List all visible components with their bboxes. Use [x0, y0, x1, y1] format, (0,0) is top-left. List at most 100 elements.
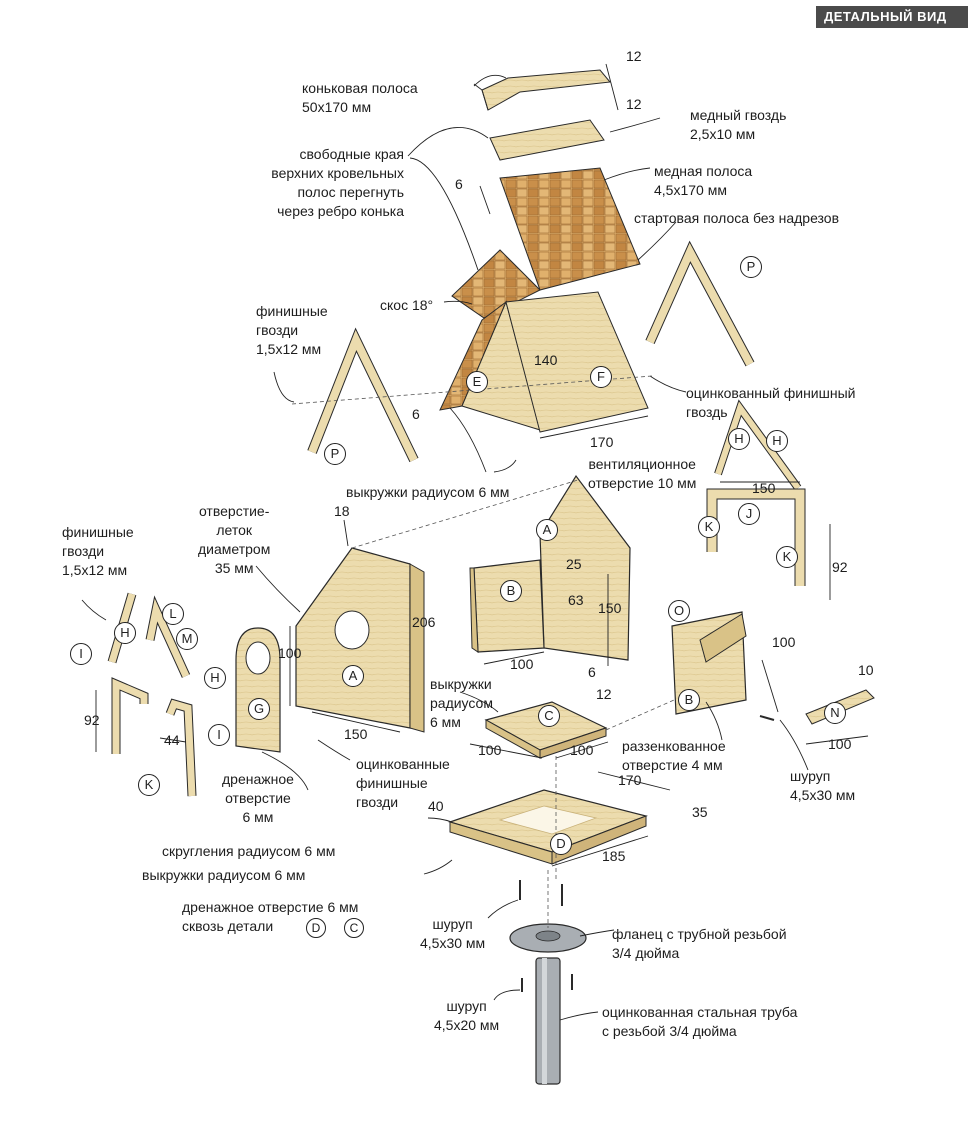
part-tag-l: L [162, 603, 184, 625]
shingle-roof [451, 167, 641, 319]
part-tag-i-right: I [208, 724, 230, 746]
pipe-flange [509, 923, 587, 953]
part-d-ref: D [306, 918, 326, 938]
part-tag-p-top: P [740, 256, 762, 278]
dim-d170: 170 [618, 772, 642, 788]
part-tag-b-right: B [678, 689, 700, 711]
dim-p-off6: 6 [412, 406, 420, 422]
part-c-ref: C [344, 918, 364, 938]
part-tag-p-left: P [324, 443, 346, 465]
part-tag-n: N [824, 702, 846, 724]
part-tag-h-top2: H [766, 430, 788, 452]
part-tag-h-mid: H [204, 667, 226, 689]
part-tag-o: O [668, 600, 690, 622]
dim-w100-b: 100 [510, 656, 534, 672]
dim-h100-o: 100 [772, 634, 796, 650]
roof-panel-f [505, 291, 649, 433]
dim-n10: 10 [858, 662, 874, 678]
dim-t12-c: 12 [596, 686, 612, 702]
dim-ridge-t1: 12 [626, 48, 642, 64]
dim-w150-a: 150 [344, 726, 368, 742]
ridge-strip [473, 69, 611, 111]
part-tag-a-front: A [342, 665, 364, 687]
part-tag-h-left: H [114, 622, 136, 644]
dim-d35: 35 [692, 804, 708, 820]
detail-view-badge: ДЕТАЛЬНЫЙ ВИД [816, 6, 968, 28]
side-panel-b [671, 611, 747, 715]
part-tag-d: D [550, 833, 572, 855]
gable-trim-p-right [645, 240, 755, 367]
dim-h150-b: 150 [598, 600, 622, 616]
part-tag-c: C [538, 705, 560, 727]
part-tag-i-left: I [70, 643, 92, 665]
fillets-label: скругления радиусом 6 мм [162, 843, 336, 859]
leader-lines [81, 74, 809, 1021]
part-tag-b-left: B [500, 580, 522, 602]
part-tag-k-right1: K [698, 516, 720, 538]
dim-k44: 44 [164, 732, 180, 748]
bevel-label: скос 18° [380, 297, 434, 313]
part-tag-g: G [248, 698, 270, 720]
dim-h100-a: 100 [278, 645, 302, 661]
part-tag-a-back: A [536, 519, 558, 541]
part-tag-k-right2: K [776, 546, 798, 568]
left-small-parts [107, 592, 197, 797]
dim-k92-left: 92 [84, 712, 100, 728]
dim-off6-b: 6 [588, 664, 596, 680]
dim-d40: 40 [428, 798, 444, 814]
part-tag-k-left: K [138, 774, 160, 796]
dim-d185: 185 [602, 848, 626, 864]
screws [519, 715, 775, 992]
dim-w150-j: 150 [752, 480, 776, 496]
dim-c100a: 100 [478, 742, 502, 758]
dim-h92-k: 92 [832, 559, 848, 575]
gable-trim-p-left [307, 327, 419, 463]
cove-bottom-label: выкружки радиусом 6 мм [142, 867, 306, 883]
dim-len170-roof: 170 [590, 434, 614, 450]
back-panel-a [469, 474, 631, 661]
dim-ridge-t2: 12 [626, 96, 642, 112]
base-d [448, 789, 648, 865]
dim-len140: 140 [534, 352, 558, 368]
part-tag-e: E [466, 371, 488, 393]
part-tag-f: F [590, 366, 612, 388]
gable-trim-h [714, 399, 802, 491]
dim-d25: 25 [566, 556, 582, 572]
steel-pipe [535, 957, 561, 1085]
dim-h206: 206 [412, 614, 436, 630]
dim-c100b: 100 [570, 742, 594, 758]
cove-top-label: выкружки радиусом 6 мм [346, 484, 510, 500]
starter-strip-label: стартовая полоса без надрезов [634, 210, 840, 226]
part-tag-m: M [176, 628, 198, 650]
part-tag-j: J [738, 503, 760, 525]
dim-step6: 6 [455, 176, 463, 192]
entrance-block-g [235, 627, 281, 753]
copper-strip [489, 119, 605, 161]
dimension-lines [95, 63, 869, 867]
dim-d63: 63 [568, 592, 584, 608]
construction-lines [291, 375, 675, 928]
front-panel-a [295, 547, 425, 733]
dim-n100: 100 [828, 736, 852, 752]
part-tag-h-top1: H [728, 428, 750, 450]
